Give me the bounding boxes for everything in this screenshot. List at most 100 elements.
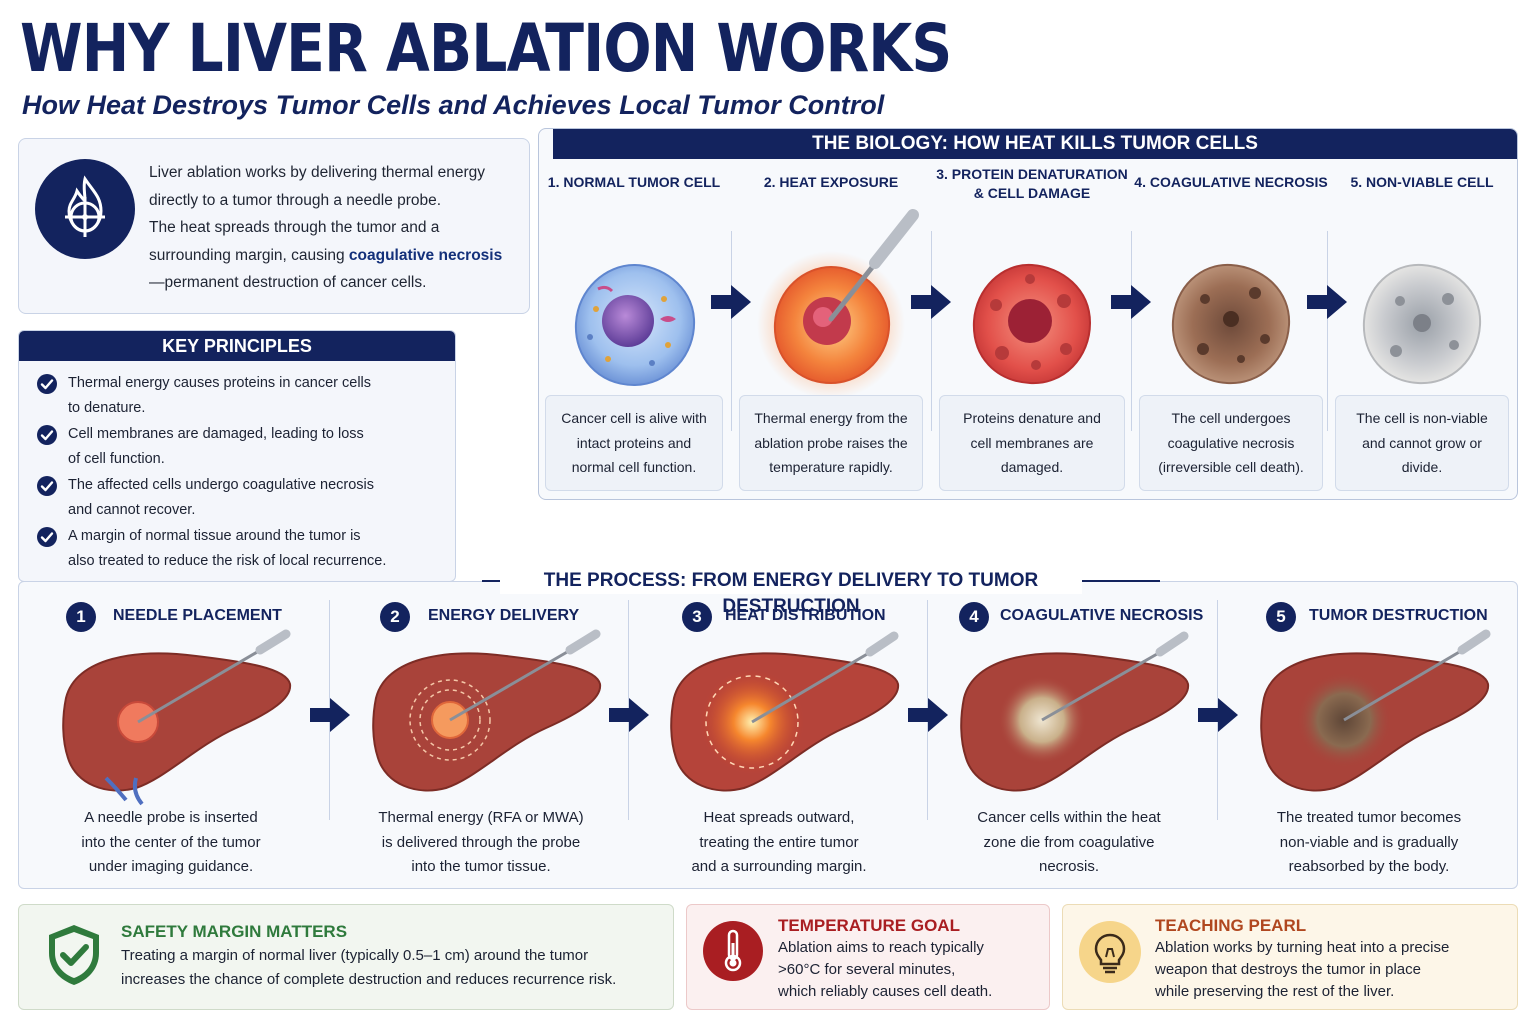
step-description: Heat spreads outward,treating the entire… (634, 806, 924, 880)
bio-stage-title: 5. NON-VIABLE CELL (1329, 173, 1515, 192)
bio-stage-title: 2. HEAT EXPOSURE (733, 173, 929, 192)
step-description: Thermal energy (RFA or MWA)is delivered … (336, 806, 626, 880)
temperature-goal-callout: TEMPERATURE GOAL Ablation aims to reach … (686, 904, 1050, 1010)
list-item-text: A margin of normal tissue around the tum… (68, 528, 361, 544)
checkmark-icon (37, 374, 57, 394)
step-desc-line: non-viable and is gradually (1279, 833, 1459, 851)
bio-stage-title-line: & CELL DAMAGE (973, 185, 1091, 201)
callout-line: Ablation works by turning heat into a pr… (1155, 939, 1450, 956)
step-desc-line: into the tumor tissue. (411, 858, 551, 875)
callout-line: Treating a margin of normal liver (typic… (121, 947, 589, 964)
step-number: 2 (380, 602, 410, 632)
liver-energy-image (372, 629, 602, 792)
bio-desc-line: coagulative necrosis (1167, 434, 1295, 451)
pearl-title: TEACHING PEARL (1155, 916, 1307, 935)
list-item-text: The affected cells undergo coagulative n… (68, 477, 375, 493)
bio-desc-line: The cell is non-viable (1356, 410, 1488, 426)
intro-line: —permanent destruction of cancer cells. (149, 274, 427, 291)
list-item-text: of cell function. (68, 450, 165, 467)
intro-line-text: surrounding margin, causing (149, 246, 349, 264)
temperature-text: Ablation aims to reach typically >60°C f… (778, 937, 992, 1003)
coagulative-necrosis-highlight: coagulative necrosis (348, 246, 503, 264)
bio-desc-line: intact proteins and (576, 434, 692, 451)
bio-desc-line: Cancer cell is alive with (561, 410, 707, 426)
liver-heat-image (670, 631, 900, 792)
bio-stage-title-line: 1. NORMAL TUMOR CELL (547, 174, 721, 190)
arrow-right-icon (310, 698, 350, 732)
bio-stage-damage: 3. PROTEIN DENATURATION& CELL DAMAGE Pro… (933, 159, 1131, 499)
step-number: 5 (1266, 602, 1296, 632)
list-item-text: Cell membranes are damaged, leading to l… (68, 426, 364, 442)
step-header: 4 COAGULATIVE NECROSIS (924, 602, 1214, 634)
thermometer-icon (703, 921, 763, 981)
list-item: The affected cells undergo coagulative n… (35, 473, 441, 522)
divider (482, 580, 502, 582)
process-step-1: 1 NEEDLE PLACEMENT A needle probe is ins… (26, 592, 316, 884)
nonviable-cell-image (1362, 263, 1482, 385)
intro-line: The heat spreads through the tumor and a (149, 219, 440, 236)
callout-line: Ablation aims to reach typically (778, 939, 984, 956)
step-number: 1 (66, 602, 96, 632)
checkmark-icon (37, 527, 57, 547)
step-desc-line: zone die from coagulative (983, 833, 1155, 851)
bio-desc-line: temperature rapidly. (769, 459, 893, 475)
process-step-5: 5 TUMOR DESTRUCTION The treated tumor be… (1224, 592, 1514, 884)
callout-line: weapon that destroys the tumor in place (1155, 961, 1421, 978)
step-description: The treated tumor becomes non-viable and … (1224, 806, 1514, 880)
bio-desc-line: damaged. (1000, 459, 1064, 475)
process-step-2: 2 ENERGY DELIVERY Thermal energy (RFA or… (336, 592, 626, 884)
biology-heading: THE BIOLOGY: HOW HEAT KILLS TUMOR CELLS (553, 129, 1517, 159)
arrow-right-icon (1111, 285, 1151, 319)
flame-target-icon (35, 159, 135, 259)
liver-necrosis-image (960, 631, 1190, 792)
bio-stage-normal: 1. NORMAL TUMOR CELL Cancer cell is aliv… (539, 159, 729, 499)
step-desc-line: is delivered through the probe (381, 833, 581, 851)
safety-margin-callout: SAFETY MARGIN MATTERS Treating a margin … (18, 904, 674, 1010)
arrow-right-icon (911, 285, 951, 319)
bio-stage-title: 3. PROTEIN DENATURATION& CELL DAMAGE (933, 165, 1131, 203)
temperature-title: TEMPERATURE GOAL (778, 916, 960, 935)
shield-check-icon (49, 925, 99, 985)
step-desc-line: under imaging guidance. (88, 858, 254, 875)
step-label: NEEDLE PLACEMENT (113, 607, 282, 624)
list-item-text: and cannot recover. (68, 501, 196, 518)
step-desc-line: necrosis. (1038, 858, 1100, 875)
arrow-right-icon (711, 285, 751, 319)
arrow-right-icon (1198, 698, 1238, 732)
process-step-3: 3 HEAT DISTRIBUTION Heat spreads outward… (634, 592, 924, 884)
step-label: TUMOR DESTRUCTION (1309, 607, 1488, 624)
divider (1327, 231, 1328, 431)
step-header: 2 ENERGY DELIVERY (336, 602, 626, 634)
divider (731, 231, 732, 431)
step-header: 3 HEAT DISTRIBUTION (634, 602, 924, 634)
bio-stage-title: 4. COAGULATIVE NECROSIS (1133, 173, 1329, 192)
step-desc-line: The treated tumor becomes (1276, 809, 1462, 826)
arrow-right-icon (1307, 285, 1347, 319)
bio-desc-line: Proteins denature and (963, 410, 1101, 426)
page-subtitle: How Heat Destroys Tumor Cells and Achiev… (22, 90, 885, 120)
bio-stage-title: 1. NORMAL TUMOR CELL (539, 173, 729, 192)
step-label: COAGULATIVE NECROSIS (1000, 607, 1204, 624)
biology-panel: THE BIOLOGY: HOW HEAT KILLS TUMOR CELLS … (538, 128, 1518, 500)
bio-stage-title-line: 2. HEAT EXPOSURE (763, 174, 899, 190)
arrow-right-icon (908, 698, 948, 732)
divider (1082, 580, 1160, 582)
step-desc-line: into the center of the tumor (81, 833, 261, 851)
bio-stage-heat: 2. HEAT EXPOSURE Thermal energy from the… (733, 159, 929, 499)
step-label: ENERGY DELIVERY (428, 607, 580, 624)
bio-stage-description: Cancer cell is alive with intact proteins… (545, 395, 723, 491)
list-item: A margin of normal tissue around the tum… (35, 524, 441, 573)
safety-text: Treating a margin of normal liver (typic… (121, 944, 616, 992)
bio-desc-line: cell membranes are (970, 434, 1094, 451)
lightbulb-icon (1079, 921, 1141, 983)
teaching-pearl-callout: TEACHING PEARL Ablation works by turning… (1062, 904, 1518, 1010)
bio-stage-description: Proteins denature and cell membranes are d… (939, 395, 1125, 491)
step-header: 5 TUMOR DESTRUCTION (1224, 602, 1514, 634)
bio-stage-necrosis: 4. COAGULATIVE NECROSIS The cell undergo… (1133, 159, 1329, 499)
key-principles-heading: KEY PRINCIPLES (19, 331, 455, 361)
intro-line: surrounding margin, causing coagulative … (149, 242, 521, 270)
damaged-cell-image (972, 263, 1092, 385)
